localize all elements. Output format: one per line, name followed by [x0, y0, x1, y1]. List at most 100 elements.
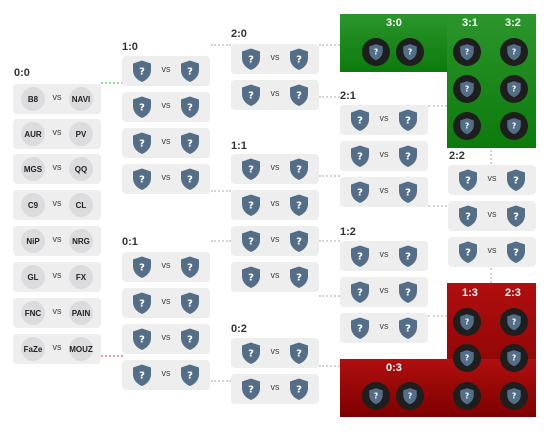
result-slot-icon[interactable]: ?	[453, 112, 481, 140]
connector-line	[211, 380, 231, 382]
match-card[interactable]: ?vs?	[231, 154, 319, 184]
vs-label: vs	[487, 173, 497, 183]
shield-icon: ?	[396, 144, 420, 168]
unknown-team-mark: ?	[405, 152, 411, 163]
match-card[interactable]: ?vs?	[122, 360, 210, 390]
vs-label: vs	[379, 149, 389, 159]
unknown-team-mark: ?	[513, 248, 519, 259]
match-card[interactable]: ? vs?	[340, 141, 428, 171]
match-card[interactable]: ?vs?	[122, 128, 210, 158]
record-label: 0:3	[386, 362, 402, 374]
unknown-team-mark: ?	[248, 91, 254, 102]
shield-icon: ?	[287, 47, 311, 71]
unknown-team-mark: ?	[512, 122, 516, 131]
match-card[interactable]: ?vs?	[448, 201, 536, 231]
vs-label: vs	[52, 234, 62, 244]
result-slot-icon[interactable]: ?	[500, 75, 528, 103]
result-slot-icon[interactable]: ?	[453, 308, 481, 336]
unknown-team-mark: ?	[248, 385, 254, 396]
connector-line	[319, 96, 340, 98]
shield-icon: ?	[178, 327, 202, 351]
result-slot-icon[interactable]: ?	[500, 308, 528, 336]
unknown-team-mark: ?	[139, 371, 145, 382]
match-card[interactable]: ?vs?	[340, 177, 428, 207]
unknown-team-mark: ?	[139, 67, 145, 78]
unknown-team-mark: ?	[248, 273, 254, 284]
shield-icon: ?	[239, 377, 263, 401]
match-card[interactable]: ?vs?	[122, 56, 210, 86]
shield-icon: ?	[348, 244, 372, 268]
result-slot-icon[interactable]: ?	[500, 344, 528, 372]
vs-label: vs	[487, 245, 497, 255]
result-slot-icon[interactable]: ?	[396, 38, 424, 66]
vs-label: vs	[161, 136, 171, 146]
match-card[interactable]: ?vs?	[231, 226, 319, 256]
match-card[interactable]: ?vs?	[231, 80, 319, 110]
result-slot-icon[interactable]: ?	[362, 382, 390, 410]
record-label: 3:0	[386, 17, 402, 29]
shield-icon: ?	[396, 280, 420, 304]
match-card[interactable]: ?vs?	[340, 277, 428, 307]
vs-label: vs	[270, 346, 280, 356]
result-slot-icon[interactable]: ?	[453, 75, 481, 103]
unknown-team-mark: ?	[512, 392, 516, 401]
unknown-team-mark: ?	[513, 212, 519, 223]
record-label: 2:0	[231, 28, 247, 40]
unknown-team-mark: ?	[296, 273, 302, 284]
unknown-team-mark: ?	[465, 392, 469, 401]
connector-line	[101, 355, 123, 357]
result-slot-icon[interactable]: ?	[453, 382, 481, 410]
match-card[interactable]: ?vs?	[340, 241, 428, 271]
match-card[interactable]: ?vs?	[231, 338, 319, 368]
shield-icon: ?	[348, 180, 372, 204]
team-logo-icon: FX	[69, 265, 93, 289]
match-card[interactable]: ?vs?	[448, 237, 536, 267]
match-card[interactable]: ?vs?	[122, 164, 210, 194]
vs-label: vs	[270, 234, 280, 244]
result-slot-icon[interactable]: ?	[453, 38, 481, 66]
shield-icon: ?	[178, 95, 202, 119]
shield-icon: ?	[239, 47, 263, 71]
result-slot-icon[interactable]: ?	[396, 382, 424, 410]
match-card[interactable]: ?vs?	[231, 262, 319, 292]
unknown-team-mark: ?	[512, 48, 516, 57]
match-card[interactable]: ?vs?	[340, 105, 428, 135]
match-card[interactable]: ?vs?	[340, 313, 428, 343]
connector-line	[319, 175, 340, 177]
match-card[interactable]: ?vs?	[122, 288, 210, 318]
match-card[interactable]: ?vs?	[231, 190, 319, 220]
result-slot-icon[interactable]: ?	[500, 382, 528, 410]
result-slot-icon[interactable]: ?	[362, 38, 390, 66]
vs-label: vs	[161, 368, 171, 378]
shield-icon: ?	[456, 168, 480, 192]
match-card[interactable]: ?vs?	[231, 44, 319, 74]
match-card[interactable]: ?vs?	[122, 324, 210, 354]
result-slot-icon[interactable]: ?	[453, 344, 481, 372]
unknown-team-mark: ?	[512, 318, 516, 327]
unknown-team-mark: ?	[357, 152, 363, 163]
match-card[interactable]: ?vs?	[448, 165, 536, 195]
shield-icon: ?	[130, 95, 154, 119]
shield-icon: ?	[504, 204, 528, 228]
match-card[interactable]: ?vs?	[122, 252, 210, 282]
connector-line	[490, 268, 492, 283]
shield-icon: ?	[287, 193, 311, 217]
match-card[interactable]: ?vs?	[122, 92, 210, 122]
result-slot-icon[interactable]: ?	[500, 112, 528, 140]
team-logo-icon: FNC	[21, 301, 45, 325]
shield-icon: ?	[348, 108, 372, 132]
result-slot-icon[interactable]: ?	[500, 38, 528, 66]
match-card[interactable]: ?vs?	[231, 374, 319, 404]
shield-icon: ?	[130, 131, 154, 155]
shield-icon: ?	[287, 157, 311, 181]
unknown-team-mark: ?	[374, 48, 378, 57]
unknown-team-mark: ?	[296, 165, 302, 176]
